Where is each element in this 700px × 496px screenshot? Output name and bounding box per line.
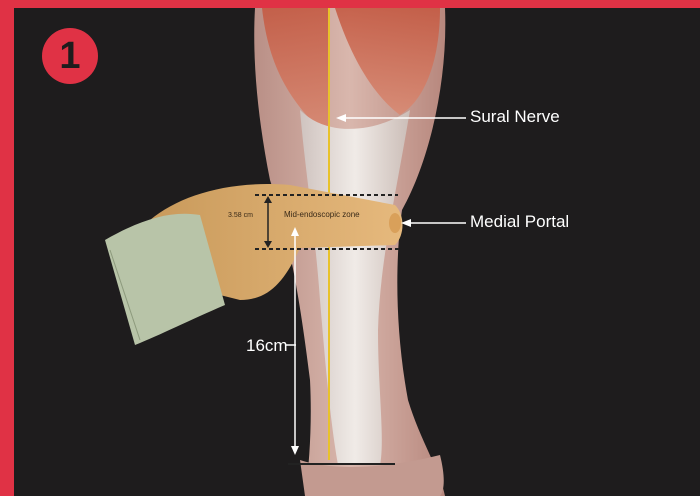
distance-label: 16cm (246, 336, 288, 356)
zone-name-label: Mid-endoscopic zone (284, 210, 360, 219)
medial-portal-label: Medial Portal (470, 212, 569, 232)
step-number: 1 (59, 35, 80, 78)
portal-marker (389, 213, 401, 233)
sural-nerve-label: Sural Nerve (470, 107, 560, 127)
step-badge: 1 (42, 28, 98, 84)
zone-width-label: 3.58 cm (228, 212, 253, 219)
